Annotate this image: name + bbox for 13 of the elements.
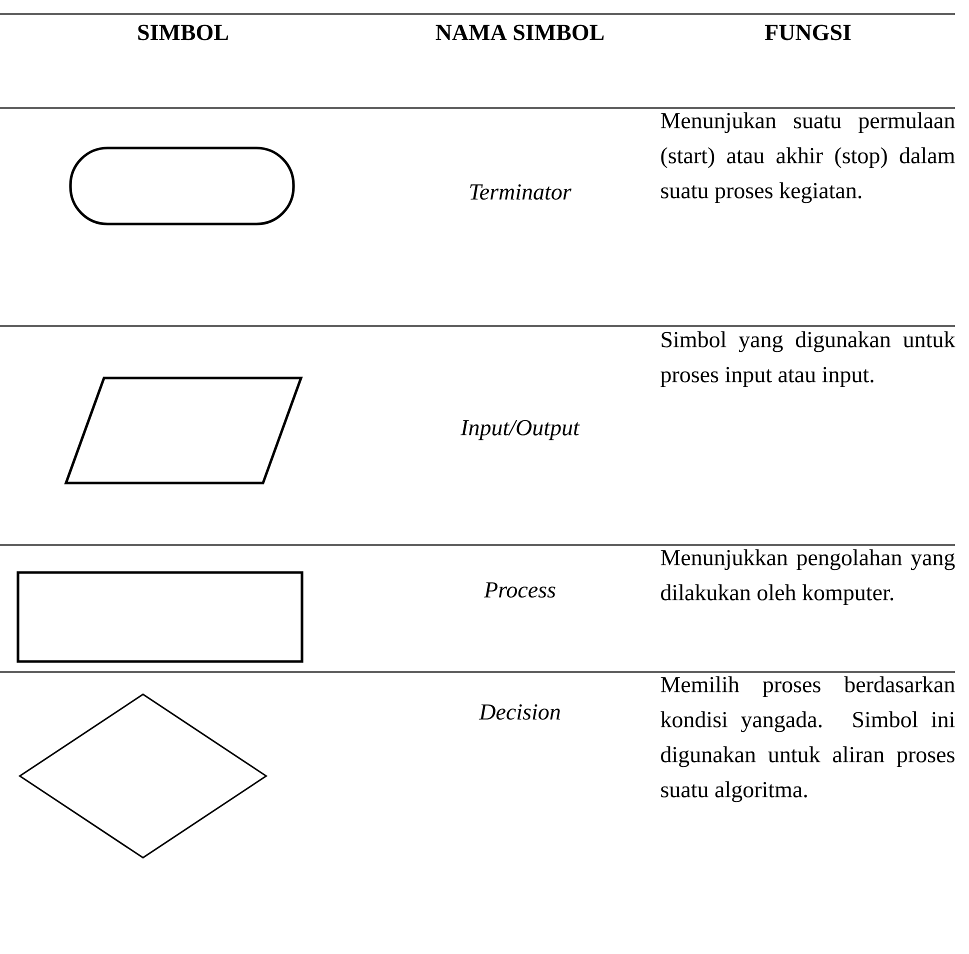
function-text: Menunjukan suatu permulaan (start) atau akhir (stop) dalam suatu proses kegiatan. <box>660 112 955 204</box>
column-header: SIMBOL <box>138 24 228 40</box>
symbol-name: Terminator <box>470 184 572 200</box>
symbol-name: Process <box>484 582 556 598</box>
process-symbol <box>16 571 304 663</box>
symbol-name: Decision <box>478 704 560 720</box>
column-header: NAMA SIMBOL <box>436 24 604 40</box>
function-text: Simbol yang digunakan untuk proses input atau input. <box>660 331 956 388</box>
symbol-name: Input/Output <box>460 420 580 440</box>
function-text: Memilih proses berdasarkan kondisi yangada. Simbol ini digunakan untuk aliran proses suatu algoritma. <box>660 676 955 802</box>
terminator-symbol <box>69 146 295 226</box>
function-text: Menunjukkan pengolahan yang dilakukan oleh komputer. <box>660 549 955 606</box>
column-header: FUNGSI <box>764 24 851 40</box>
